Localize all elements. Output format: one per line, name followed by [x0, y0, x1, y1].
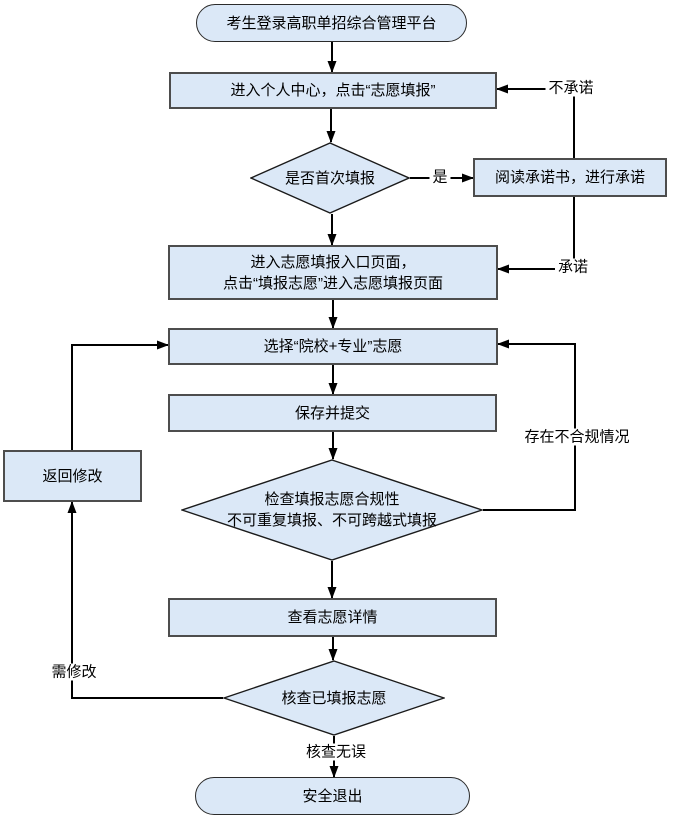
node-first-time-decision: 是否首次填报 [250, 142, 410, 214]
edge-label-non-compliant: 存在不合规情况 [521, 428, 633, 446]
node-start-terminal: 考生登录高职单招综合管理平台 [196, 4, 467, 42]
node-save-submit: 保存并提交 [168, 394, 497, 432]
node-first-time-label: 是否首次填报 [284, 169, 375, 187]
node-save-submit-label: 保存并提交 [294, 404, 370, 422]
edge-label-commit: 承诺 [554, 258, 592, 276]
edge-label-no-commit: 不承诺 [545, 79, 597, 97]
node-return-modify-label: 返回修改 [42, 467, 103, 485]
edge-label-yes: 是 [429, 168, 451, 186]
node-return-modify: 返回修改 [3, 450, 142, 502]
edge-return-to-choose [71, 340, 169, 450]
node-start-label: 考生登录高职单招综合管理平台 [226, 14, 437, 32]
node-choose-volunteer: 选择“院校+专业”志愿 [168, 328, 498, 365]
node-compliance-decision: 检查填报志愿合规性 不可重复填报、不可跨越式填报 [181, 459, 483, 561]
edge-label-need-modify: 需修改 [48, 663, 100, 681]
edge-no-commit-back [496, 84, 575, 158]
node-verify-label: 核查已填报志愿 [281, 689, 387, 707]
node-end-terminal: 安全退出 [195, 777, 470, 815]
node-read-commitment-label: 阅读承诺书，进行承诺 [494, 169, 645, 186]
node-view-details-label: 查看志愿详情 [287, 609, 378, 626]
diamond-shape [181, 459, 483, 561]
diamond-shape [250, 142, 410, 214]
node-entry-page-label: 进入志愿填报入口页面， 点击“填报志愿”进入志愿填报页面 [223, 253, 443, 292]
diamond-shape [223, 660, 445, 736]
edge-label-verified: 核查无误 [302, 743, 370, 761]
node-entry-page: 进入志愿填报入口页面， 点击“填报志愿”进入志愿填报页面 [168, 245, 498, 300]
node-view-details: 查看志愿详情 [168, 598, 497, 637]
node-choose-volunteer-label: 选择“院校+专业”志愿 [263, 338, 403, 355]
node-end-label: 安全退出 [302, 787, 363, 805]
node-personal-center: 进入个人中心，点击“志愿填报” [169, 72, 497, 109]
node-read-commitment: 阅读承诺书，进行承诺 [473, 158, 667, 197]
node-personal-center-label: 进入个人中心，点击“志愿填报” [230, 82, 436, 99]
node-compliance-label: 检查填报志愿合规性 不可重复填报、不可跨越式填报 [226, 491, 437, 529]
node-verify-decision: 核查已填报志愿 [223, 660, 445, 736]
